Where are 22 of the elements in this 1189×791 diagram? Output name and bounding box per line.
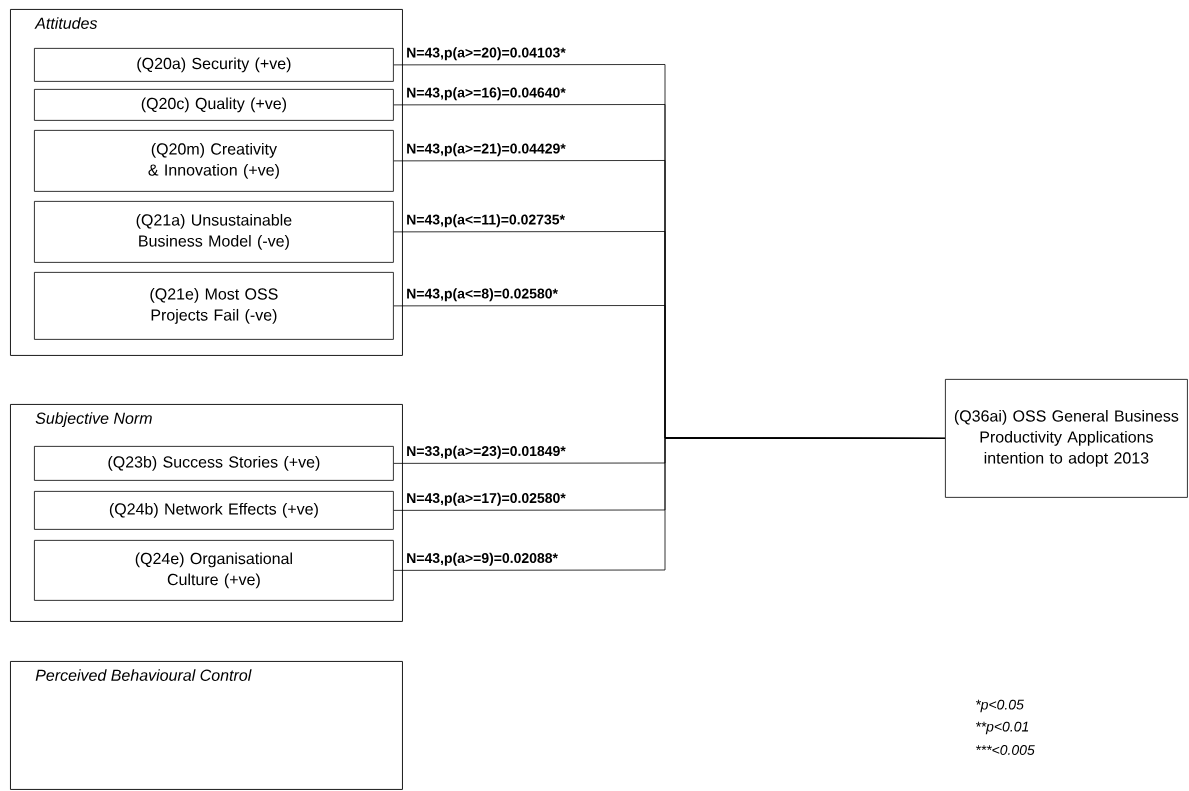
edge-label: N=43,p(a<=11)=0.02735* [405, 213, 566, 229]
factor-box: (Q20a) Security (+ve) [34, 48, 394, 82]
edge-label: N=43,p(a>=9)=0.02088* [405, 551, 559, 567]
connector-line [393, 437, 946, 571]
significance-note: **p<0.01 [976, 721, 1029, 735]
edge-label: N=43,p(a>=21)=0.04429* [405, 142, 567, 158]
significance-note: *p<0.05 [976, 699, 1024, 713]
edge-label: N=33,p(a>=23)=0.01849* [405, 444, 567, 460]
factor-box: (Q21a) Unsustainable Business Model (-ve) [34, 201, 394, 263]
edge-label: N=43,p(a<=8)=0.02580* [405, 287, 559, 303]
edge-label: N=43,p(a>=17)=0.02580* [405, 491, 567, 507]
factor-box: (Q21e) Most OSS Projects Fail (-ve) [34, 272, 394, 340]
factor-box: (Q20c) Quality (+ve) [34, 88, 394, 121]
factor-box: (Q20m) Creativity & Innovation (+ve) [34, 130, 394, 192]
outcome-box: (Q36ai) OSS General Business Productivity Applications intention to adopt 2013 [945, 379, 1188, 498]
factor-box: (Q24e) Organisational Culture (+ve) [34, 540, 394, 601]
factor-box: (Q24b) Network Effects (+ve) [34, 491, 394, 530]
factor-box: (Q23b) Success Stories (+ve) [34, 446, 394, 481]
edge-label: N=43,p(a>=20)=0.04103* [405, 46, 567, 62]
group-box: Perceived Behavioural Control [10, 660, 403, 790]
edge-label: N=43,p(a>=16)=0.04640* [405, 86, 567, 102]
significance-note: ***<0.005 [976, 745, 1035, 755]
